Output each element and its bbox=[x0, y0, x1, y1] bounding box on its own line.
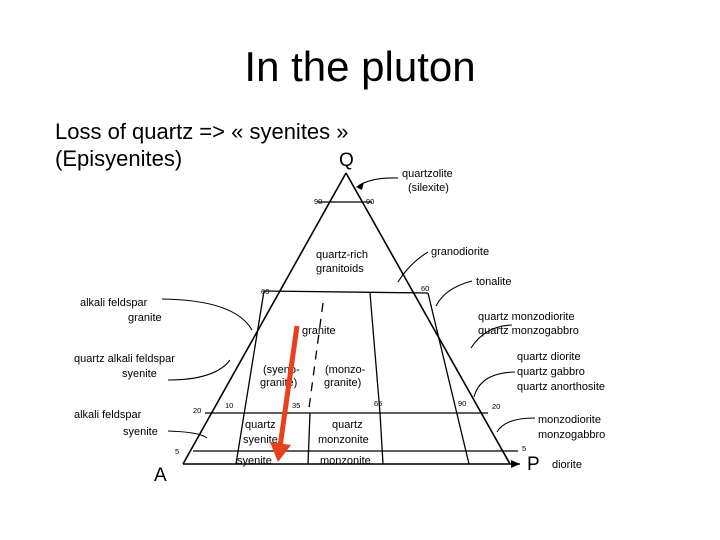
callout-quartz-monzodiorite-line1: quartz monzodiorite bbox=[478, 311, 575, 323]
horizontal-boundaries bbox=[193, 201, 518, 452]
leader-quartz-diorite bbox=[473, 371, 516, 398]
radial-65 bbox=[369, 292, 381, 414]
quartz-loss-arrow-head bbox=[270, 442, 291, 462]
leader-alkali-feldspar-granite bbox=[161, 298, 253, 331]
field-quartz-syenite-line2: syenite bbox=[243, 434, 278, 446]
field-syenite: syenite bbox=[237, 455, 272, 467]
tick-35: 35 bbox=[292, 401, 300, 410]
callout-quartz-alkali-feldspar-syenite-line2: syenite bbox=[122, 368, 157, 380]
body-text: Loss of quartz => « syenites » (Episyeni… bbox=[55, 118, 349, 172]
radial-90 bbox=[427, 292, 470, 465]
tick-90-bottom: 90 bbox=[458, 399, 466, 408]
field-monzogranite-line1: (monzo- bbox=[325, 364, 366, 376]
triangle-frame bbox=[182, 172, 520, 465]
leader-tonalite bbox=[435, 280, 473, 307]
apex-a-label: A bbox=[154, 465, 167, 486]
boundary-q60 bbox=[263, 290, 429, 294]
callout-quartz-diorite-line1: quartz diorite bbox=[517, 351, 581, 363]
edge-q-p bbox=[345, 172, 511, 465]
field-quartz-rich-line1: quartz-rich bbox=[316, 249, 368, 261]
radial-boundaries bbox=[235, 290, 470, 465]
callout-quartz-monzodiorite-line2: quartz monzogabbro bbox=[478, 325, 579, 337]
tick-65: 65 bbox=[374, 399, 382, 408]
quartz-loss-arrow bbox=[270, 325, 300, 462]
apex-p-label: P bbox=[527, 454, 540, 475]
tick-5-left: 5 bbox=[175, 447, 179, 456]
field-quartz-syenite-line1: quartz bbox=[245, 419, 276, 431]
callout-tonalite: tonalite bbox=[476, 276, 511, 288]
radial-65-lower bbox=[379, 412, 384, 465]
leader-arrowheads bbox=[356, 182, 520, 468]
leader-quartzolite bbox=[357, 177, 399, 187]
leader-quartz-monzodiorite bbox=[470, 324, 513, 349]
tick-10: 10 bbox=[225, 401, 233, 410]
callout-quartz-diorite-line2: quartz gabbro bbox=[517, 366, 585, 378]
tick-90-left: 90 bbox=[314, 197, 322, 206]
callout-granodiorite: granodiorite bbox=[431, 246, 489, 258]
callout-alkali-feldspar-granite-line2: granite bbox=[128, 312, 162, 324]
radial-35-dashed bbox=[308, 302, 324, 409]
field-monzonite: monzonite bbox=[320, 455, 371, 467]
field-quartz-monzonite-line2: monzonite bbox=[318, 434, 369, 446]
edge-q-a bbox=[182, 172, 347, 465]
tick-60-left: 60 bbox=[261, 287, 269, 296]
field-quartz-rich-line2: granitoids bbox=[316, 263, 364, 275]
slide-title: In the pluton bbox=[244, 43, 476, 90]
callout-quartzolite-line2: (silexite) bbox=[408, 182, 449, 194]
leader-monzodiorite bbox=[496, 417, 536, 433]
tick-60-right: 60 bbox=[421, 284, 429, 293]
callout-quartz-diorite-line3: quartz anorthosite bbox=[517, 381, 605, 393]
bullet-line-1: Loss of quartz => « syenites » bbox=[55, 119, 349, 144]
bullet-line-2: (Episyenites) bbox=[55, 146, 183, 171]
callout-alkali-feldspar-syenite-line2: syenite bbox=[123, 426, 158, 438]
callout-diorite: diorite bbox=[552, 459, 582, 471]
quartz-loss-arrow-shaft bbox=[277, 325, 300, 448]
tick-5-right: 5 bbox=[522, 444, 526, 453]
field-syenogranite-line1: (syeno- bbox=[263, 364, 300, 376]
callout-alkali-feldspar-syenite-line1: alkali feldspar bbox=[74, 409, 142, 421]
field-monzogranite-line2: granite) bbox=[324, 377, 361, 389]
callout-quartzolite-line1: quartzolite bbox=[402, 168, 453, 180]
callout-monzodiorite-line2: monzogabbro bbox=[538, 429, 605, 441]
leader-quartz-alkali-feldspar-syenite bbox=[167, 359, 231, 381]
radial-35-lower bbox=[307, 412, 311, 465]
field-quartz-monzonite-line1: quartz bbox=[332, 419, 363, 431]
callout-monzodiorite-line1: monzodiorite bbox=[538, 414, 601, 426]
callout-alkali-feldspar-granite-line1: alkali feldspar bbox=[80, 297, 148, 309]
apex-q-label: Q bbox=[339, 150, 354, 171]
leader-alkali-feldspar-syenite bbox=[167, 430, 208, 439]
callout-quartz-alkali-feldspar-syenite-line1: quartz alkali feldspar bbox=[74, 353, 175, 365]
leader-granodiorite bbox=[397, 251, 429, 283]
arrowhead-diorite bbox=[511, 460, 520, 468]
radial-10 bbox=[235, 290, 265, 465]
tick-20-left: 20 bbox=[193, 406, 201, 415]
field-granite: granite bbox=[302, 325, 336, 337]
tick-20-right: 20 bbox=[492, 402, 500, 411]
arrowhead-quartzolite bbox=[356, 182, 364, 190]
tick-90-right: 90 bbox=[366, 197, 374, 206]
